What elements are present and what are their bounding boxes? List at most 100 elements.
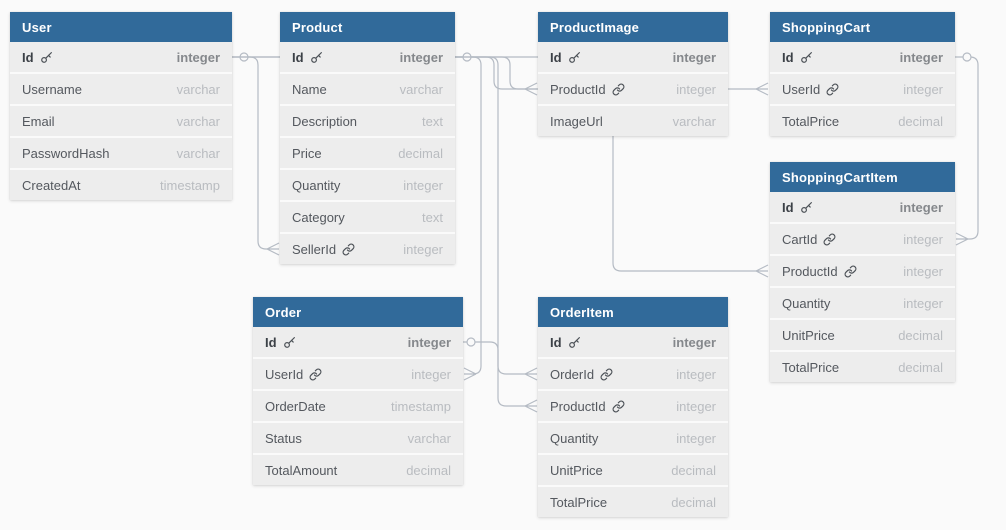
field-type: integer (399, 49, 443, 65)
field-type: decimal (898, 359, 943, 375)
field-name: Status (265, 430, 302, 446)
foreign-key-icon (823, 233, 836, 246)
field-name-group: SellerId (292, 242, 355, 257)
table-header[interactable]: ShoppingCart (770, 12, 955, 42)
field-type: decimal (898, 327, 943, 343)
foreign-key-icon (826, 83, 839, 96)
field-type: integer (903, 81, 943, 97)
field-name: TotalAmount (265, 462, 338, 478)
field-type: decimal (671, 462, 716, 478)
crow-foot-marker (463, 367, 477, 381)
field-type: integer (676, 430, 716, 446)
crow-foot-marker (266, 242, 280, 256)
field-type: integer (672, 49, 716, 65)
field-name: Id (265, 334, 277, 350)
table-header[interactable]: OrderItem (538, 297, 728, 327)
field-name: UnitPrice (782, 327, 835, 343)
field-type: decimal (398, 145, 443, 161)
field-type: decimal (671, 494, 716, 510)
relationship-line[interactable] (232, 52, 280, 256)
field-name: Id (292, 49, 304, 65)
primary-key-icon (800, 201, 813, 214)
field-type: integer (676, 398, 716, 414)
field-row[interactable]: TotalAmount decimal (253, 455, 463, 485)
field-name-group: Quantity (782, 296, 830, 311)
field-name: ImageUrl (550, 113, 603, 129)
table-title: ShoppingCart (782, 19, 871, 35)
field-name-group: Id (782, 200, 813, 215)
relationship-line[interactable] (955, 52, 979, 246)
field-row[interactable]: UnitPrice decimal (770, 320, 955, 350)
field-type: text (422, 113, 443, 129)
field-type: integer (899, 49, 943, 65)
table-header[interactable]: ProductImage (538, 12, 728, 42)
field-row[interactable]: Id integer (280, 42, 455, 72)
field-name: ProductId (782, 263, 838, 279)
field-type: integer (676, 366, 716, 382)
field-name: Quantity (292, 177, 341, 193)
table-title: OrderItem (550, 304, 614, 320)
foreign-key-icon (309, 368, 322, 381)
field-name-group: TotalPrice (550, 495, 607, 510)
field-type: decimal (406, 462, 451, 478)
foreign-key-icon (844, 265, 857, 278)
field-name-group: Id (265, 335, 296, 350)
field-row[interactable]: UnitPrice decimal (538, 455, 728, 485)
field-name-group: CreatedAt (22, 178, 81, 193)
field-name: UnitPrice (550, 462, 603, 478)
relationship-line[interactable] (455, 56, 538, 413)
field-name-group: UnitPrice (782, 328, 835, 343)
field-name-group: Name (292, 82, 327, 97)
table-header[interactable]: ShoppingCartItem (770, 162, 955, 192)
field-row[interactable]: TotalPrice decimal (770, 352, 955, 382)
field-row[interactable]: TotalPrice decimal (538, 487, 728, 517)
field-name-group: TotalPrice (782, 360, 839, 375)
table-header[interactable]: Order (253, 297, 463, 327)
table-title: ShoppingCartItem (782, 169, 898, 185)
table-header[interactable]: Product (280, 12, 455, 42)
table-title: User (22, 19, 52, 35)
field-name-group: UnitPrice (550, 463, 603, 478)
table-header[interactable]: User (10, 12, 232, 42)
foreign-key-icon (342, 243, 355, 256)
field-name: UserId (265, 366, 304, 382)
